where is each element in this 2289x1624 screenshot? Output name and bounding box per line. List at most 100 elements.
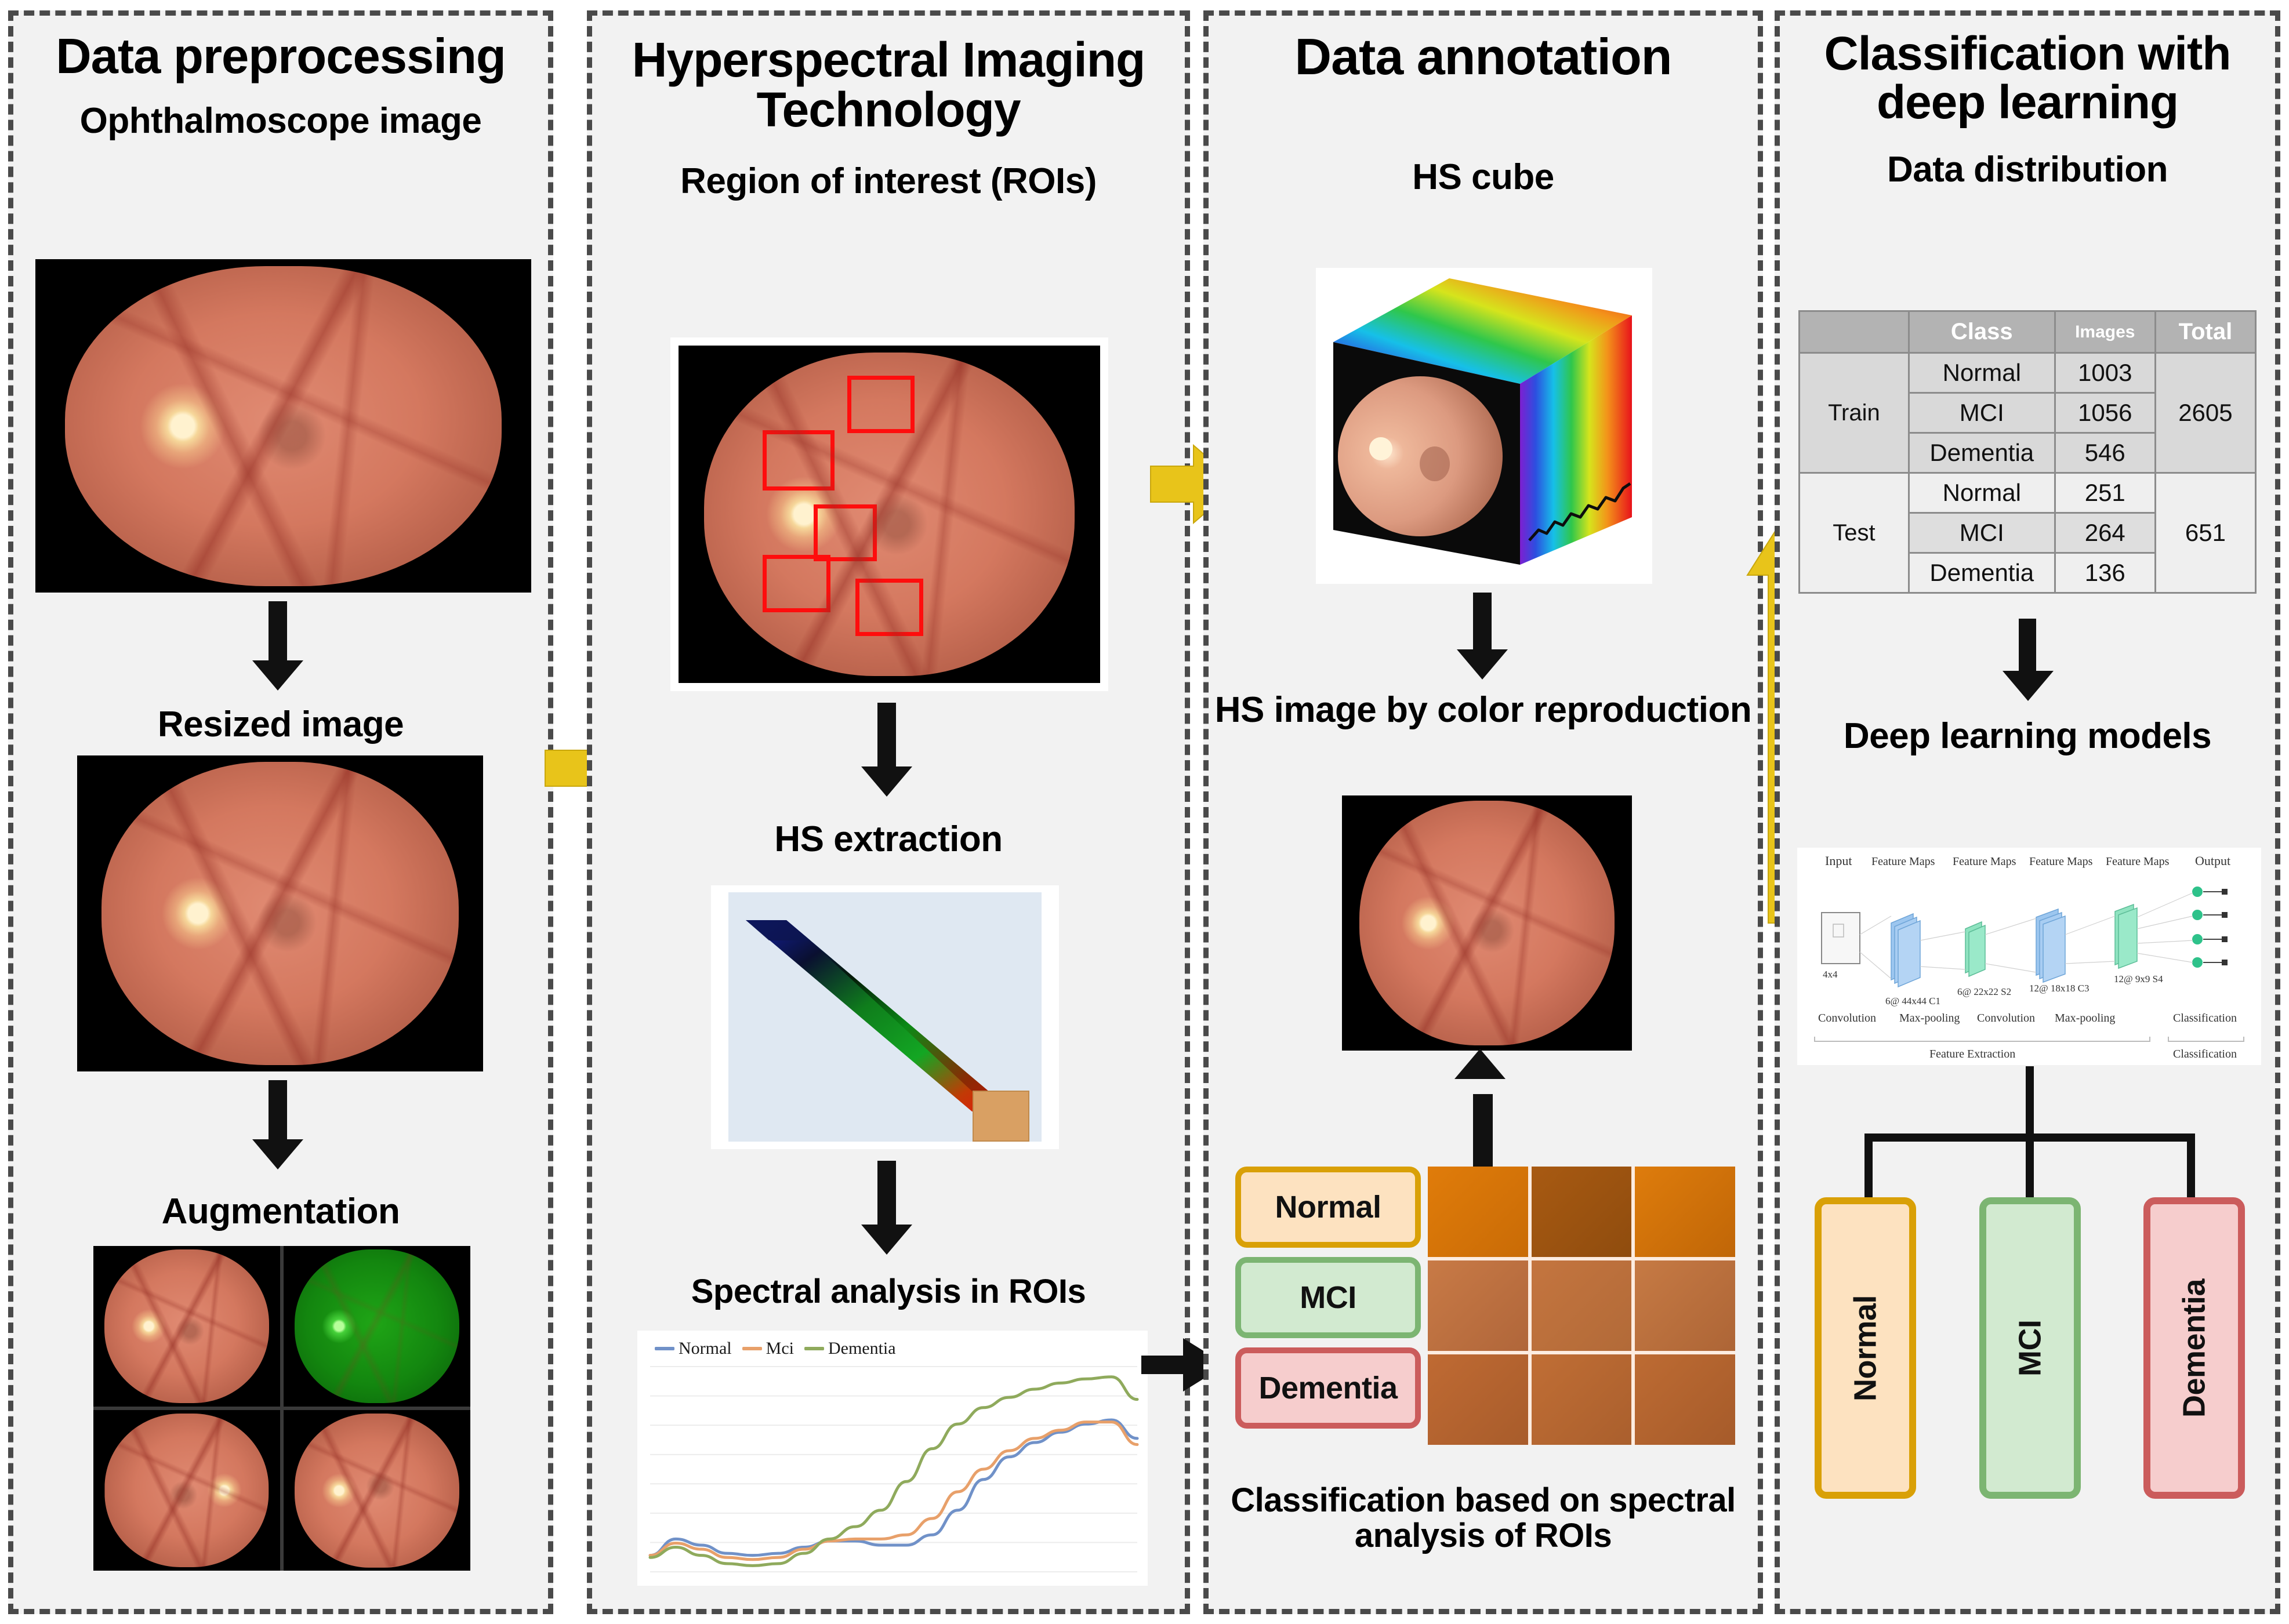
class-chip-label: Normal [1275, 1190, 1381, 1225]
roi-box [847, 376, 915, 434]
svg-text:12@ 9x9 S4: 12@ 9x9 S4 [2114, 973, 2163, 984]
table-cell-split: Train [1798, 352, 1910, 474]
final-class-chip-mci: MCI [1979, 1197, 2081, 1499]
class-chip-normal: Normal [1235, 1167, 1421, 1248]
final-class-label: MCI [2012, 1320, 2047, 1376]
panel-data-annotation: Data annotation HS cube [1203, 10, 1763, 1614]
roi-patch [1635, 1260, 1735, 1351]
class-chip-label: MCI [1300, 1280, 1356, 1315]
annotation-caption: Classification based on spectral analysi… [1231, 1481, 1736, 1555]
table-header-class: Class [1907, 310, 2056, 354]
roi-fundus-image [679, 346, 1100, 683]
table-cell-images: 264 [2054, 512, 2156, 554]
final-class-chip-dementia: Dementia [2143, 1197, 2245, 1499]
augmented-image-flipped-vertical [284, 1410, 470, 1571]
table-cell-class: MCI [1907, 512, 2056, 554]
hs-extraction-figure [711, 885, 1059, 1149]
ophthalmoscope-image [35, 259, 531, 593]
svg-text:Output: Output [2195, 853, 2230, 868]
svg-text:Classification: Classification [2173, 1012, 2237, 1024]
table-cell-split: Test [1798, 472, 1910, 594]
table-row: Dementia 136 [1800, 552, 2256, 594]
table-cell-images: 546 [2054, 432, 2156, 474]
step-label-spectral-analysis: Spectral analysis in ROIs [691, 1273, 1086, 1310]
panel-data-preprocessing: Data preprocessing Ophthalmoscope image … [8, 10, 553, 1614]
svg-text:Max-pooling: Max-pooling [2055, 1012, 2115, 1024]
table-cell-total: 651 [2154, 472, 2257, 594]
legend-item-dementia: Dementia [804, 1339, 896, 1358]
final-class-label: Dementia [2176, 1278, 2212, 1418]
roi-patch [1531, 1167, 1632, 1257]
final-class-label: Normal [1848, 1295, 1883, 1401]
table-cell-class: MCI [1907, 392, 2056, 434]
step-label-data-distribution: Data distribution [1887, 150, 2168, 190]
flow-arrow-spectral-to-annotation [1141, 1328, 1228, 1403]
legend-item-normal: Normal [655, 1339, 732, 1358]
panel-title-1: Data preprocessing [56, 29, 506, 84]
legend-label: Dementia [828, 1339, 896, 1358]
step-label-hs-extraction: HS extraction [774, 819, 1003, 859]
panel-title-2: Hyperspectral Imaging Technology [632, 32, 1146, 137]
class-chip-mci: MCI [1235, 1257, 1421, 1338]
table-cell-class: Normal [1907, 472, 2056, 514]
panel-title-3: Data annotation [1294, 28, 1673, 85]
table-header-images: Images [2054, 310, 2156, 354]
svg-text:Convolution: Convolution [1818, 1012, 1876, 1024]
svg-text:6@ 44x44 C1: 6@ 44x44 C1 [1885, 996, 1940, 1007]
augmented-image-green-channel [284, 1246, 470, 1407]
roi-patch-grid [1428, 1167, 1735, 1445]
spectral-analysis-chart: Normal Mci Dementia [637, 1331, 1148, 1586]
table-cell-class: Dementia [1907, 552, 2056, 594]
roi-patch [1428, 1167, 1528, 1257]
hs-cube-figure [1316, 268, 1652, 584]
svg-text:Feature Extraction: Feature Extraction [1929, 1048, 2015, 1060]
table-row: MCI 1056 [1800, 392, 2256, 434]
table-cell-class: Dementia [1907, 432, 2056, 474]
roi-patch [1635, 1167, 1735, 1257]
annotation-class-column: Normal MCI Dementia [1235, 1167, 1421, 1429]
svg-text:Feature Maps: Feature Maps [1871, 855, 1935, 868]
augmentation-grid [93, 1246, 470, 1571]
legend-label: Mci [766, 1339, 794, 1358]
final-class-chips: Normal MCI Dementia [1815, 1197, 2245, 1510]
roi-box [813, 504, 877, 562]
chart-legend: Normal Mci Dementia [655, 1339, 896, 1358]
step-label-augmentation: Augmentation [161, 1191, 400, 1231]
table-cell-images: 251 [2054, 472, 2156, 514]
resized-image [77, 755, 483, 1071]
roi-box [763, 430, 835, 491]
step-label-resized-image: Resized image [157, 704, 404, 744]
legend-item-mci: Mci [742, 1339, 794, 1358]
roi-box [763, 554, 830, 612]
roi-patch [1635, 1354, 1735, 1445]
roi-patch [1531, 1354, 1632, 1445]
svg-text:Feature Maps: Feature Maps [2106, 855, 2170, 868]
data-distribution-table: Class Images Total Train Normal 1003 260… [1798, 310, 2257, 594]
svg-text:Feature Maps: Feature Maps [1953, 855, 2016, 868]
roi-patch [1428, 1260, 1528, 1351]
svg-text:4x4: 4x4 [1823, 969, 1838, 980]
roi-box [855, 578, 923, 636]
cnn-architecture-figure: Input Feature Maps Feature Maps Feature … [1797, 848, 2261, 1065]
augmented-image-original [93, 1246, 280, 1407]
step-label-region-of-interest: Region of interest (ROIs) [680, 161, 1097, 202]
step-label-hs-image-color-reproduction: HS image by color reproduction [1214, 690, 1752, 730]
table-row: Test Normal 251 651 [1798, 472, 2257, 594]
step-label-hs-cube: HS cube [1412, 157, 1554, 197]
table-cell-images: 1056 [2054, 392, 2156, 434]
roi-patch [1531, 1260, 1632, 1351]
table-cell-total: 2605 [2154, 352, 2257, 474]
class-chip-label: Dementia [1258, 1371, 1398, 1405]
table-header-split [1798, 310, 1910, 354]
table-row: Train Normal 1003 2605 [1798, 352, 2257, 474]
spectral-plot [637, 1331, 1148, 1586]
svg-text:Classification: Classification [2173, 1048, 2237, 1060]
table-row: MCI 264 [1800, 512, 2256, 554]
hs-color-reproduction-image [1342, 795, 1632, 1051]
roi-patch [1428, 1354, 1528, 1445]
svg-text:Feature Maps: Feature Maps [2029, 855, 2093, 868]
table-cell-images: 1003 [2054, 352, 2156, 394]
roi-figure [670, 337, 1108, 691]
svg-text:Convolution: Convolution [1977, 1012, 2035, 1024]
